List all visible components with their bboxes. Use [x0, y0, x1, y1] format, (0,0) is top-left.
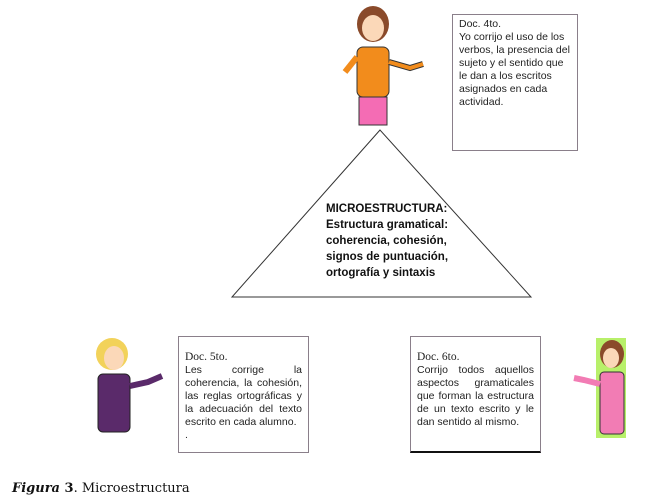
doc-5to-box: Doc. 5to. Les corrige la coherencia, la …: [178, 336, 309, 453]
figure-caption: Figura 3. Microestructura: [12, 481, 190, 496]
box-text: Yo corrijo el uso de los verbos, la pres…: [459, 31, 570, 108]
caption-number: 3: [64, 481, 74, 496]
box-extra: .: [185, 429, 188, 441]
triangle-line: ortografía y sintaxis: [326, 267, 436, 279]
box-heading: Doc. 5to.: [185, 351, 228, 363]
box-text: Les corrige la coherencia, la cohesión, …: [185, 364, 302, 428]
triangle-line: coherencia, cohesión,: [326, 235, 447, 247]
box-text: Corrijo todos aquellos aspectos gramatic…: [417, 364, 534, 428]
triangle-line: Estructura gramatical:: [326, 219, 449, 231]
triangle-title: MICROESTRUCTURA:: [326, 203, 448, 215]
teacher-figure-right: [573, 338, 626, 438]
teacher-figure-left: [96, 338, 164, 433]
doc-4to-box: Doc. 4to. Yo corrijo el uso de los verbo…: [452, 14, 578, 151]
microestructura-text: MICROESTRUCTURA: Estructura gramatical: …: [326, 201, 448, 281]
triangle-line: signos de puntuación,: [326, 251, 449, 263]
caption-text: . Microestructura: [73, 481, 190, 496]
doc-6to-box: Doc. 6to. Corrijo todos aquellos aspecto…: [410, 336, 541, 453]
box-heading: Doc. 4to.: [459, 18, 502, 30]
caption-label: Figura: [12, 481, 60, 496]
box-heading: Doc. 6to.: [417, 351, 460, 363]
teacher-figure-top: [342, 6, 424, 126]
